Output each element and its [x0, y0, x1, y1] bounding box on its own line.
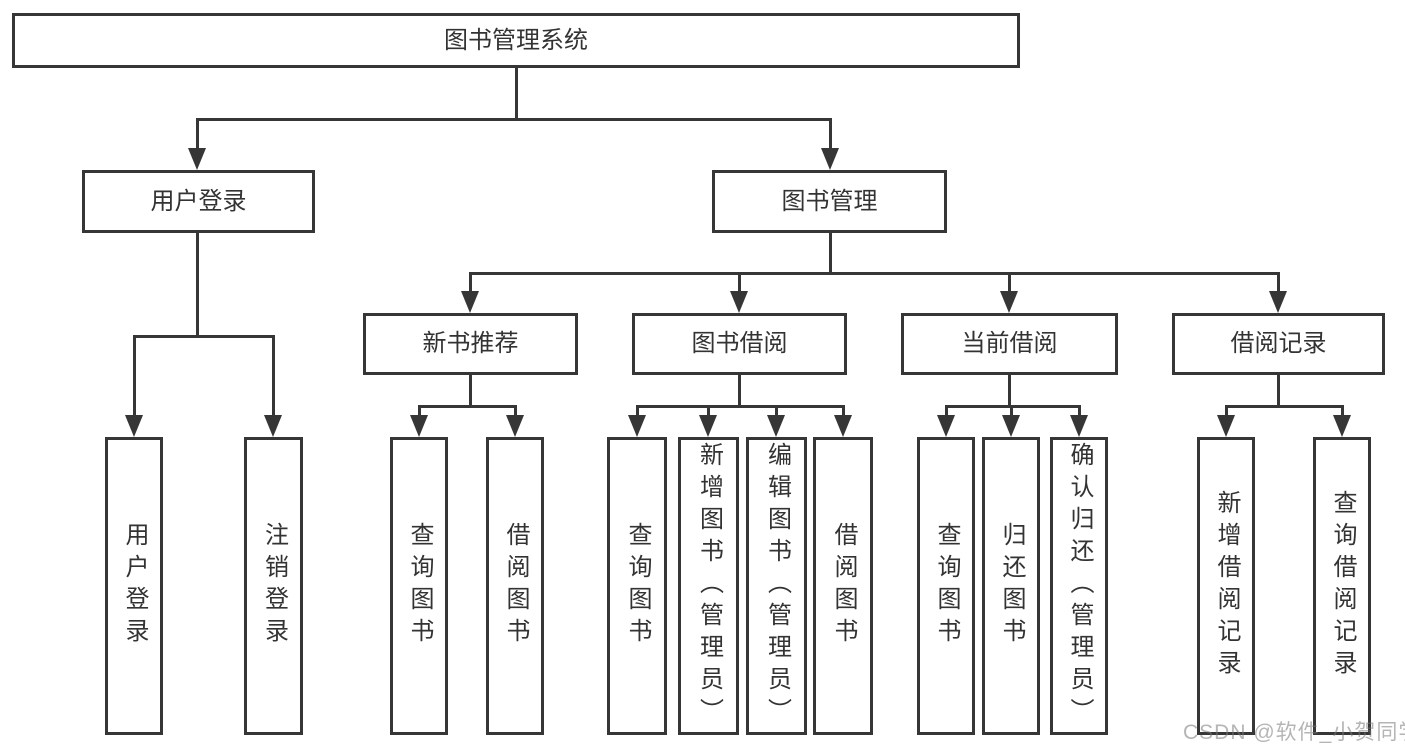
node-label: 借阅图书: [502, 522, 529, 650]
node-label: 图书借阅: [691, 330, 788, 357]
connector-line: [196, 233, 199, 337]
leaf-query-books-recommend: 查询图书: [390, 437, 448, 735]
node-label: 新增图书（管理员）: [695, 442, 723, 730]
connector-line: [707, 405, 710, 417]
arrow-down-icon: [834, 415, 852, 437]
leaf-logout: 注销登录: [244, 437, 303, 735]
connector-line: [197, 118, 832, 121]
connector-line: [469, 272, 1280, 275]
node-label: 新书推荐: [422, 330, 519, 357]
arrow-down-icon: [1217, 415, 1235, 437]
leaf-user-login: 用户登录: [105, 437, 163, 735]
node-label: 新增借阅记录: [1213, 490, 1240, 682]
arrow-down-icon: [410, 415, 428, 437]
node-label: 图书管理: [781, 187, 878, 215]
leaf-confirm-return-admin: 确认归还（管理员）: [1050, 437, 1108, 735]
node-label: 借阅记录: [1230, 330, 1327, 357]
leaf-add-book-admin: 新增图书（管理员）: [678, 437, 739, 735]
connector-line: [515, 68, 518, 120]
connector-line: [1341, 405, 1344, 417]
connector-line: [133, 335, 275, 338]
node-label: 编辑图书（管理员）: [763, 442, 791, 730]
arrow-down-icon: [461, 291, 479, 313]
connector-line: [636, 405, 844, 408]
node-user-login: 用户登录: [82, 170, 315, 233]
arrow-down-icon: [125, 415, 143, 437]
arrow-down-icon: [767, 415, 785, 437]
connector-line: [418, 405, 517, 408]
connector-line: [1225, 405, 1228, 417]
arrow-down-icon: [188, 148, 206, 170]
node-book-management: 图书管理: [712, 170, 947, 233]
arrow-down-icon: [1269, 291, 1287, 313]
leaf-query-books-borrow: 查询图书: [607, 437, 667, 735]
connector-line: [1078, 405, 1081, 417]
connector-line: [1008, 375, 1011, 407]
connector-line: [738, 272, 741, 293]
node-label: 查询图书: [933, 522, 960, 650]
connector-line: [272, 335, 275, 417]
arrow-down-icon: [937, 415, 955, 437]
connector-line: [469, 375, 472, 407]
node-label: 当前借阅: [961, 330, 1058, 357]
leaf-add-borrow-record: 新增借阅记录: [1197, 437, 1255, 735]
node-current-borrowing: 当前借阅: [901, 313, 1118, 375]
node-label: 确认归还（管理员）: [1066, 442, 1093, 730]
arrow-down-icon: [699, 415, 717, 437]
connector-line: [738, 375, 741, 407]
leaf-return-book: 归还图书: [982, 437, 1040, 735]
connector-line: [469, 272, 472, 293]
node-book-borrowing: 图书借阅: [632, 313, 847, 375]
connector-line: [829, 118, 832, 150]
connector-line: [1008, 272, 1011, 293]
arrow-down-icon: [628, 415, 646, 437]
node-label: 注销登录: [260, 522, 288, 650]
arrow-down-icon: [1002, 415, 1020, 437]
arrow-down-icon: [506, 415, 524, 437]
arrow-down-icon: [264, 415, 282, 437]
node-new-book-recommendation: 新书推荐: [363, 313, 578, 375]
node-label: 查询图书: [624, 522, 651, 650]
connector-line: [196, 118, 199, 150]
connector-line: [1225, 405, 1344, 408]
leaf-query-books-current: 查询图书: [917, 437, 975, 735]
node-label: 借阅图书: [830, 522, 857, 650]
arrow-down-icon: [1000, 291, 1018, 313]
connector-line: [418, 405, 421, 417]
arrow-down-icon: [1070, 415, 1088, 437]
arrow-down-icon: [1333, 415, 1351, 437]
connector-line: [775, 405, 778, 417]
leaf-edit-book-admin: 编辑图书（管理员）: [746, 437, 807, 735]
csdn-watermark: CSDN @软件_小贺同学: [1183, 721, 1405, 744]
connector-line: [829, 233, 832, 274]
connector-line: [1010, 405, 1013, 417]
leaf-query-borrow-record: 查询借阅记录: [1313, 437, 1371, 735]
node-label: 图书管理系统: [444, 26, 588, 54]
node-library-management-system: 图书管理系统: [12, 13, 1020, 68]
connector-line: [133, 335, 136, 417]
node-label: 归还图书: [998, 522, 1025, 650]
connector-line: [945, 405, 948, 417]
node-label: 查询图书: [406, 522, 433, 650]
arrow-down-icon: [730, 291, 748, 313]
arrow-down-icon: [821, 148, 839, 170]
connector-line: [636, 405, 639, 417]
node-borrowing-records: 借阅记录: [1172, 313, 1385, 375]
node-label: 用户登录: [150, 187, 247, 215]
connector-line: [842, 405, 845, 417]
node-label: 查询借阅记录: [1329, 490, 1356, 682]
connector-line: [1277, 375, 1280, 407]
leaf-borrow-books-recommend: 借阅图书: [486, 437, 544, 735]
connector-line: [514, 405, 517, 417]
connector-line: [1277, 272, 1280, 293]
node-label: 用户登录: [121, 522, 148, 650]
leaf-borrow-books-borrow: 借阅图书: [813, 437, 873, 735]
